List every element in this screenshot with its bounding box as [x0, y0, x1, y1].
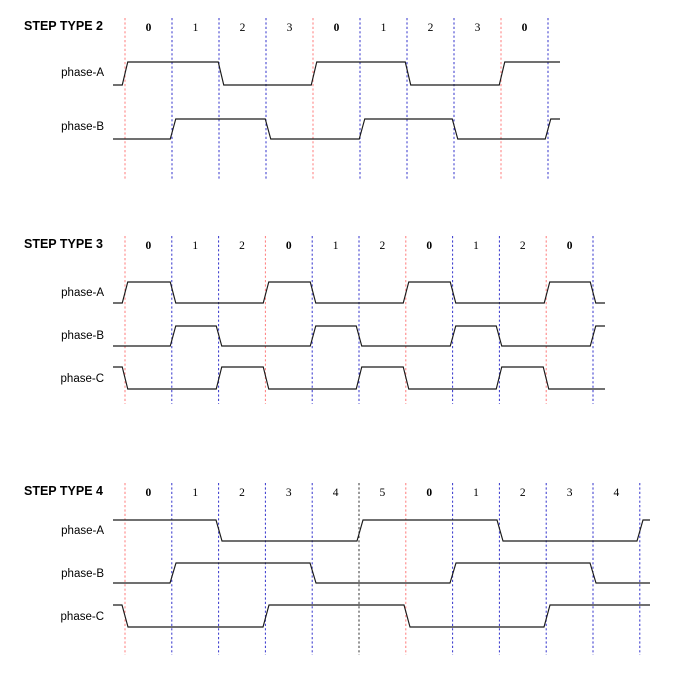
step-type-block-3: STEP TYPE 3 0 1 2 0 1 2 0 1 2 0 phase-A phase-B phase…	[24, 236, 605, 404]
phase-label-a: phase-A	[61, 287, 104, 299]
step-number: 0	[146, 487, 152, 499]
step-number: 0	[146, 240, 152, 252]
step-number: 1	[193, 22, 199, 34]
step-type-title: STEP TYPE 4	[24, 484, 103, 498]
step-number: 1	[473, 487, 479, 499]
step-number: 2	[380, 240, 386, 252]
step-number: 5	[380, 487, 386, 499]
waveform-phase-a	[113, 61, 560, 86]
step-number: 3	[567, 487, 573, 499]
step-type-title: STEP TYPE 3	[24, 237, 103, 251]
step-number: 1	[333, 240, 339, 252]
step-number: 3	[475, 22, 481, 34]
phase-label-b: phase-B	[61, 330, 104, 342]
phase-label-a: phase-A	[61, 525, 104, 537]
step-type-block-2: STEP TYPE 2 0 1 2 3 0 1 2 3 0 phase-A phase-B	[24, 18, 560, 180]
step-number: 4	[614, 487, 620, 499]
waveform-phase-b	[113, 118, 560, 140]
step-number: 1	[381, 22, 387, 34]
step-number: 0	[567, 240, 573, 252]
step-number: 0	[426, 240, 432, 252]
step-number: 1	[473, 240, 479, 252]
step-number: 0	[286, 240, 292, 252]
step-number: 4	[333, 487, 339, 499]
waveform-phase-c	[113, 366, 605, 390]
waveform-phase-a	[113, 281, 605, 304]
step-number: 1	[192, 487, 198, 499]
step-type-block-4: STEP TYPE 4 0 1 2 3 4 5 0 1 2 3 4 phase-A phase-B phas…	[24, 483, 650, 655]
step-type-title: STEP TYPE 2	[24, 19, 103, 33]
phase-label-c: phase-C	[61, 611, 104, 623]
waveform-phase-b	[113, 325, 605, 347]
phase-label-a: phase-A	[61, 67, 104, 79]
step-number: 2	[240, 22, 246, 34]
step-number: 3	[287, 22, 293, 34]
phase-label-c: phase-C	[61, 373, 104, 385]
step-number: 1	[192, 240, 198, 252]
step-number: 2	[239, 487, 245, 499]
step-number: 2	[520, 487, 526, 499]
phase-label-b: phase-B	[61, 568, 104, 580]
step-number: 0	[522, 22, 528, 34]
step-number: 0	[146, 22, 152, 34]
step-number: 2	[520, 240, 526, 252]
step-number: 2	[428, 22, 434, 34]
step-number: 3	[286, 487, 292, 499]
waveform-phase-b	[113, 562, 650, 584]
phase-label-b: phase-B	[61, 121, 104, 133]
waveform-phase-c	[113, 604, 650, 628]
step-number: 0	[426, 487, 432, 499]
step-number: 0	[334, 22, 340, 34]
waveform-phase-a	[113, 519, 650, 542]
step-number: 2	[239, 240, 245, 252]
